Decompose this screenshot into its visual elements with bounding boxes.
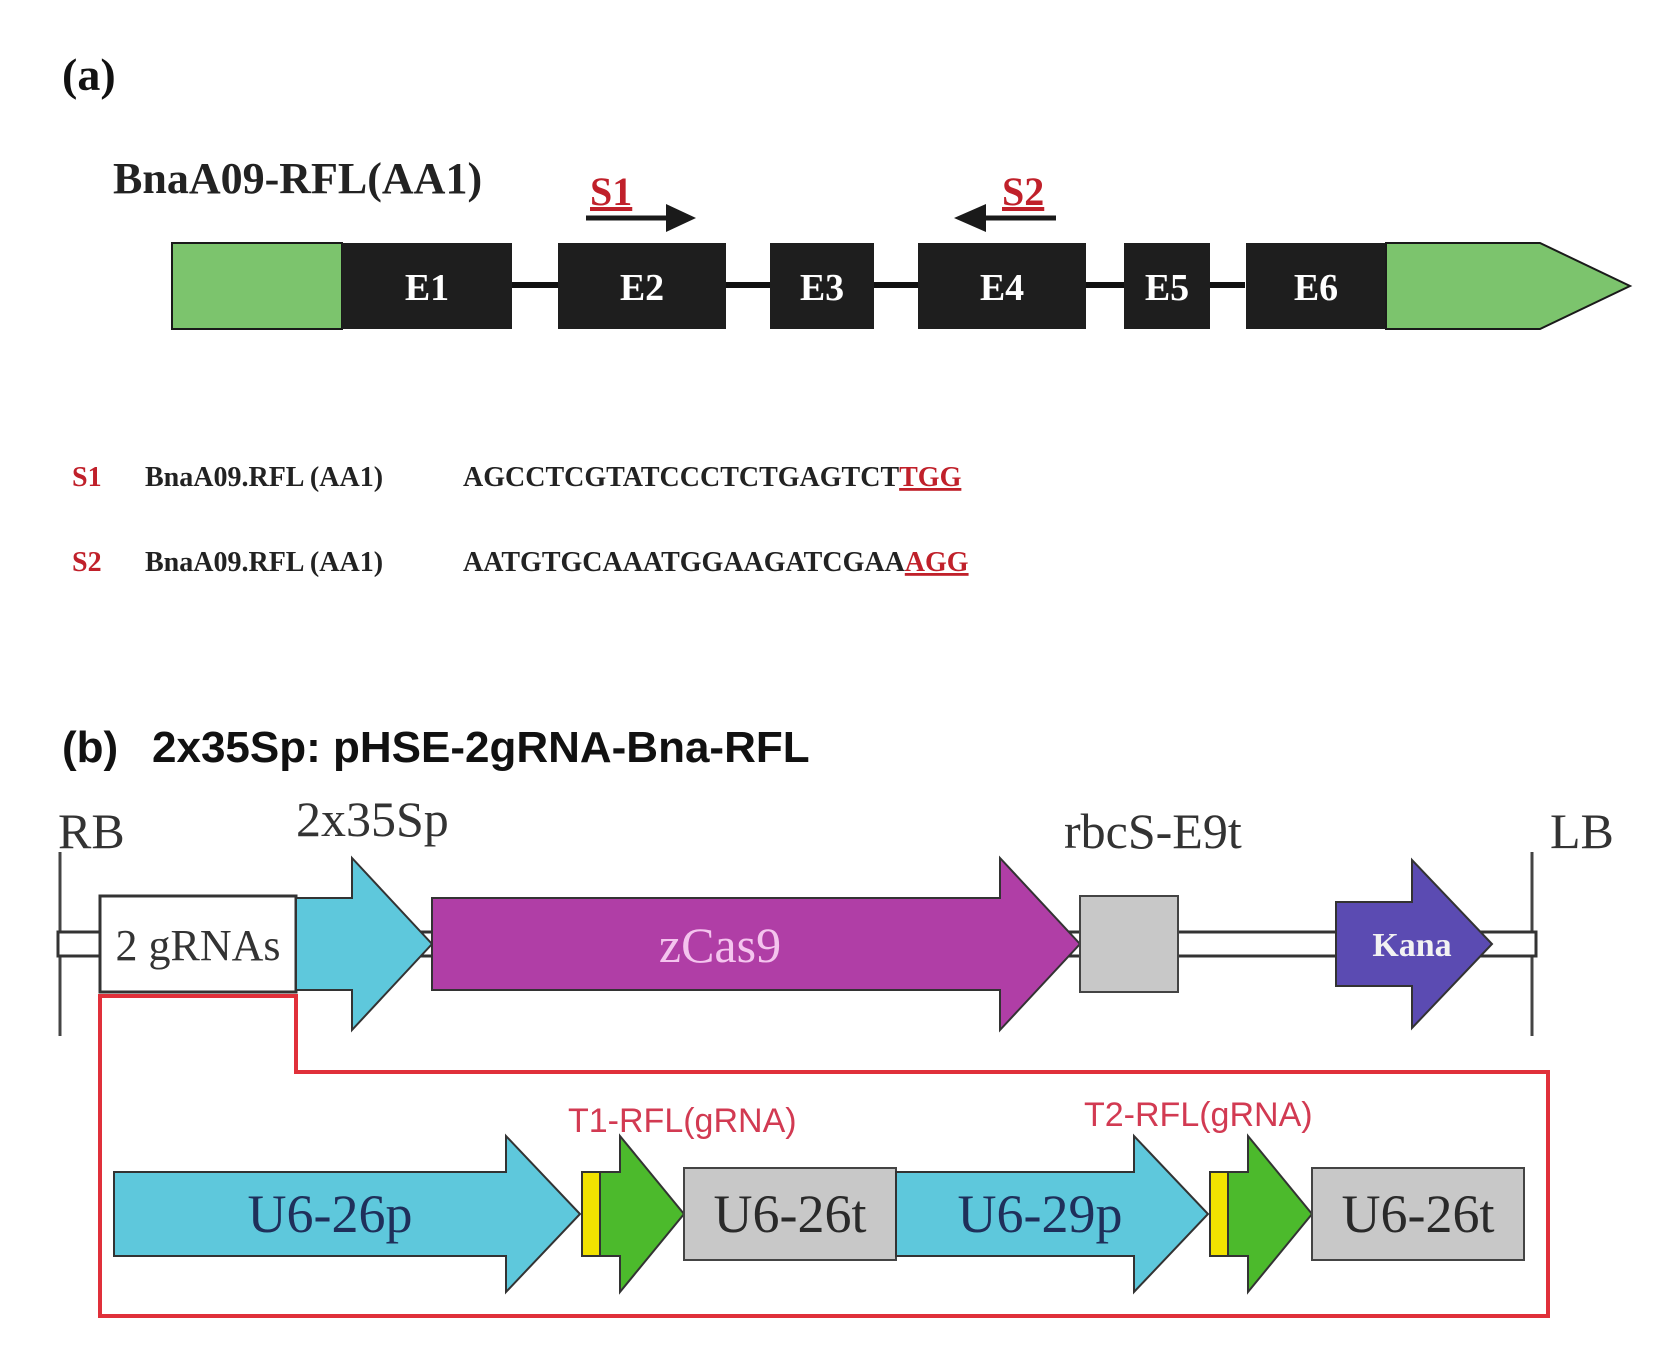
exon-e6 (1246, 243, 1386, 329)
terminator-box (1079, 895, 1179, 993)
sequence-pam: TGG (899, 462, 961, 493)
sequence-gene-label: BnaA09.RFL (AA1) (145, 462, 383, 493)
exon-e2 (558, 243, 726, 329)
construct-title: 2x35Sp: pHSE-2gRNA-Bna-RFL (152, 723, 810, 772)
promoter-35s-label: 2x35Sp (296, 791, 449, 847)
rb-label: RB (58, 803, 125, 859)
sequence-protospacer: AGCCTCGTATCCCTCTGAGTCT (463, 462, 899, 493)
t2-grna-label: T2-RFL(gRNA) (1084, 1096, 1313, 1134)
sequence-protospacer: AATGTGCAAATGGAAGATCGAA (463, 547, 906, 578)
u6-26t-label-1: U6-26t (714, 1184, 867, 1244)
primer-s1-arrow-icon (666, 204, 696, 232)
sequence-site-label: S2 (72, 547, 102, 578)
sequence-text: AGCCTCGTATCCCTCTGAGTCTTGG (463, 462, 962, 493)
grna1-spacer (581, 1171, 601, 1257)
grna1-scaffold-arrow (599, 1133, 686, 1295)
zcas9-arrow (431, 855, 1082, 1033)
promoter-35s-arrow (295, 855, 434, 1033)
u6-26p-label: U6-26p (248, 1184, 413, 1244)
expansion-frame (98, 994, 1550, 1318)
u6-26t-box-1 (683, 1167, 897, 1261)
grna2-spacer (1209, 1171, 1229, 1257)
grnas-box (98, 894, 298, 994)
exon-e2-label: E2 (620, 267, 664, 309)
exon-e4-label: E4 (980, 267, 1024, 309)
panel-b-label: (b) (62, 723, 118, 772)
sequence-text: AATGTGCAAATGGAAGATCGAAAGG (463, 547, 969, 578)
u6-26t-label-2: U6-26t (1342, 1184, 1495, 1244)
u6-26t-box-2 (1311, 1167, 1525, 1261)
exon-e5 (1124, 243, 1210, 329)
u6-29p-label: U6-29p (958, 1184, 1123, 1244)
kana-label: Kana (1372, 927, 1451, 964)
kana-arrow (1335, 857, 1494, 1031)
sequence-gene-label: BnaA09.RFL (AA1) (145, 547, 383, 578)
terminator-label: rbcS-E9t (1064, 803, 1242, 859)
t1-grna-label: T1-RFL(gRNA) (568, 1102, 797, 1140)
exon-e3-label: E3 (800, 267, 844, 309)
exon-e6-label: E6 (1294, 267, 1338, 309)
exon-e4 (918, 243, 1086, 329)
sequence-site-label: S1 (72, 462, 102, 493)
exon-e1 (342, 243, 512, 329)
utr-5prime (171, 242, 343, 330)
primer-s1-label: S1 (590, 169, 632, 214)
panel-a-label: (a) (62, 49, 116, 100)
zcas9-label: zCas9 (659, 917, 781, 973)
gene-name: BnaA09-RFL(AA1) (113, 154, 482, 203)
sequence-pam: AGG (905, 547, 969, 578)
sequence-row-s2: S2 BnaA09.RFL (AA1) AATGTGCAAATGGAAGATCG… (72, 547, 969, 578)
u6-26p-arrow (113, 1133, 582, 1295)
exon-e5-label: E5 (1145, 267, 1189, 309)
primer-s2-label: S2 (1002, 169, 1044, 214)
exon-e3 (770, 243, 874, 329)
u6-29p-arrow (895, 1133, 1210, 1295)
grnas-box-label: 2 gRNAs (115, 921, 280, 970)
grna2-scaffold-arrow (1227, 1133, 1314, 1295)
exon-e1-label: E1 (405, 267, 449, 309)
utr-3prime-arrow (1385, 242, 1633, 330)
sequence-row-s1: S1 BnaA09.RFL (AA1) AGCCTCGTATCCCTCTGAGT… (72, 462, 962, 493)
primer-s2-arrow-icon (954, 204, 986, 232)
lb-label: LB (1550, 803, 1614, 859)
